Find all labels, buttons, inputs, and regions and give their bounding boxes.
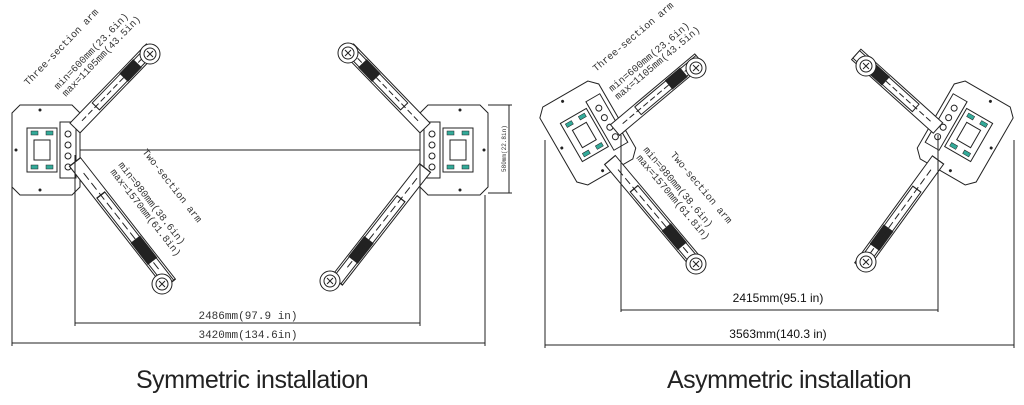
outer-width-dimension: 3563mm(140.3 in)	[544, 140, 1015, 348]
three-section-max: max=1105mm(43.5in)	[60, 14, 144, 100]
lift-pad	[151, 273, 173, 295]
outer-width-label: 3420mm(134.6in)	[198, 330, 297, 342]
outer-width-label: 3563mm(140.3 in)	[729, 327, 826, 341]
left-post	[11, 104, 81, 196]
lift-pad	[337, 42, 359, 64]
asymmetric-caption: Asymmetric installation	[667, 366, 912, 394]
inner-width-label: 2415mm(95.1 in)	[733, 291, 824, 305]
right-post	[419, 104, 489, 196]
lift-pad	[319, 270, 341, 292]
base-depth-label: 580mm(22.8in)	[501, 125, 508, 172]
symmetric-caption: Symmetric installation	[136, 366, 369, 394]
lift-pad	[685, 57, 707, 79]
inner-width-label: 2486mm(97.9 in)	[198, 311, 297, 323]
two-section-arm-right	[330, 163, 432, 286]
inner-width-dimension: 2415mm(95.1 in)	[620, 135, 939, 312]
lift-pad	[685, 253, 707, 275]
inner-width-dimension: 2486mm(97.9 in)	[74, 155, 421, 326]
lift-pad	[855, 251, 877, 273]
lift-pad	[139, 43, 161, 65]
asymmetric-diagram: Three-section arm min=600mm(23.6in) max=…	[535, 0, 1018, 348]
symmetric-diagram: Three-section arm min=600mm(23.6in) max=…	[11, 7, 512, 346]
base-depth-dimension: 580mm(22.8in)	[488, 104, 512, 194]
lift-pad	[855, 55, 877, 77]
outer-width-dimension: 3420mm(134.6in)	[11, 150, 486, 346]
